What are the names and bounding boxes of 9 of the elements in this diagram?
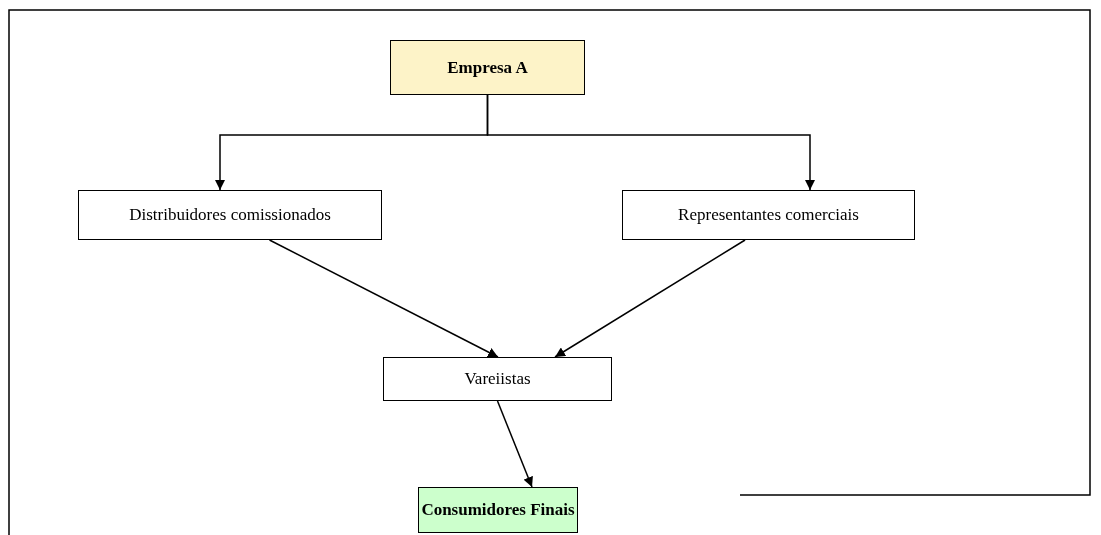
arrow: [496, 400, 533, 488]
arrow: [486, 94, 815, 191]
company-box: Empresa A: [390, 40, 585, 95]
arrow: [554, 239, 746, 358]
process-box: Distribuidores comissionados: [78, 190, 382, 240]
consumer-box: Consumidores Finais: [418, 487, 578, 533]
process-box: Representantes comerciais: [622, 190, 915, 240]
process-box: Vareiistas: [383, 357, 612, 401]
arrow: [268, 239, 499, 358]
